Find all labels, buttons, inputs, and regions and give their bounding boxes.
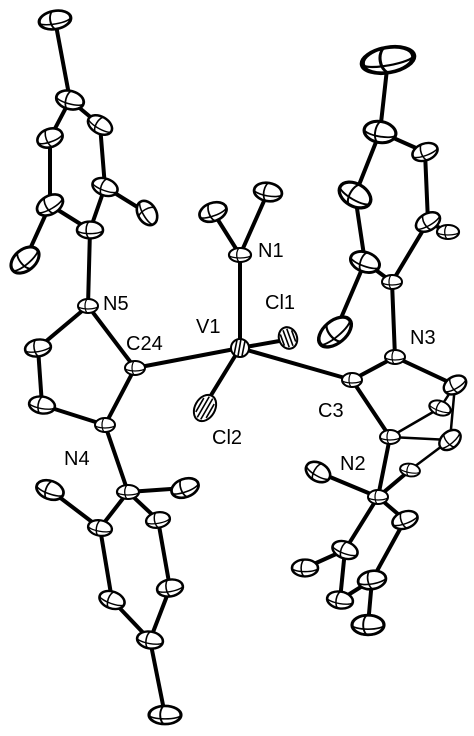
chlorine-1-atom bbox=[277, 326, 299, 350]
vanadium-atom bbox=[230, 338, 250, 358]
atoms bbox=[4, 6, 471, 726]
label-c3: C3 bbox=[318, 400, 344, 422]
label-n3: N3 bbox=[410, 327, 436, 349]
label-n5: N5 bbox=[103, 293, 129, 315]
label-n4: N4 bbox=[64, 448, 90, 470]
label-v1: V1 bbox=[196, 316, 220, 338]
atom-labels: N1 V1 Cl1 Cl2 N5 C24 N4 N3 C3 N2 bbox=[64, 240, 436, 475]
label-cl2: Cl2 bbox=[212, 427, 242, 449]
label-n2: N2 bbox=[340, 453, 366, 475]
label-c24: C24 bbox=[126, 333, 163, 355]
chlorine-2-atom bbox=[192, 393, 218, 423]
label-cl1: Cl1 bbox=[265, 292, 295, 314]
label-n1: N1 bbox=[258, 240, 284, 262]
